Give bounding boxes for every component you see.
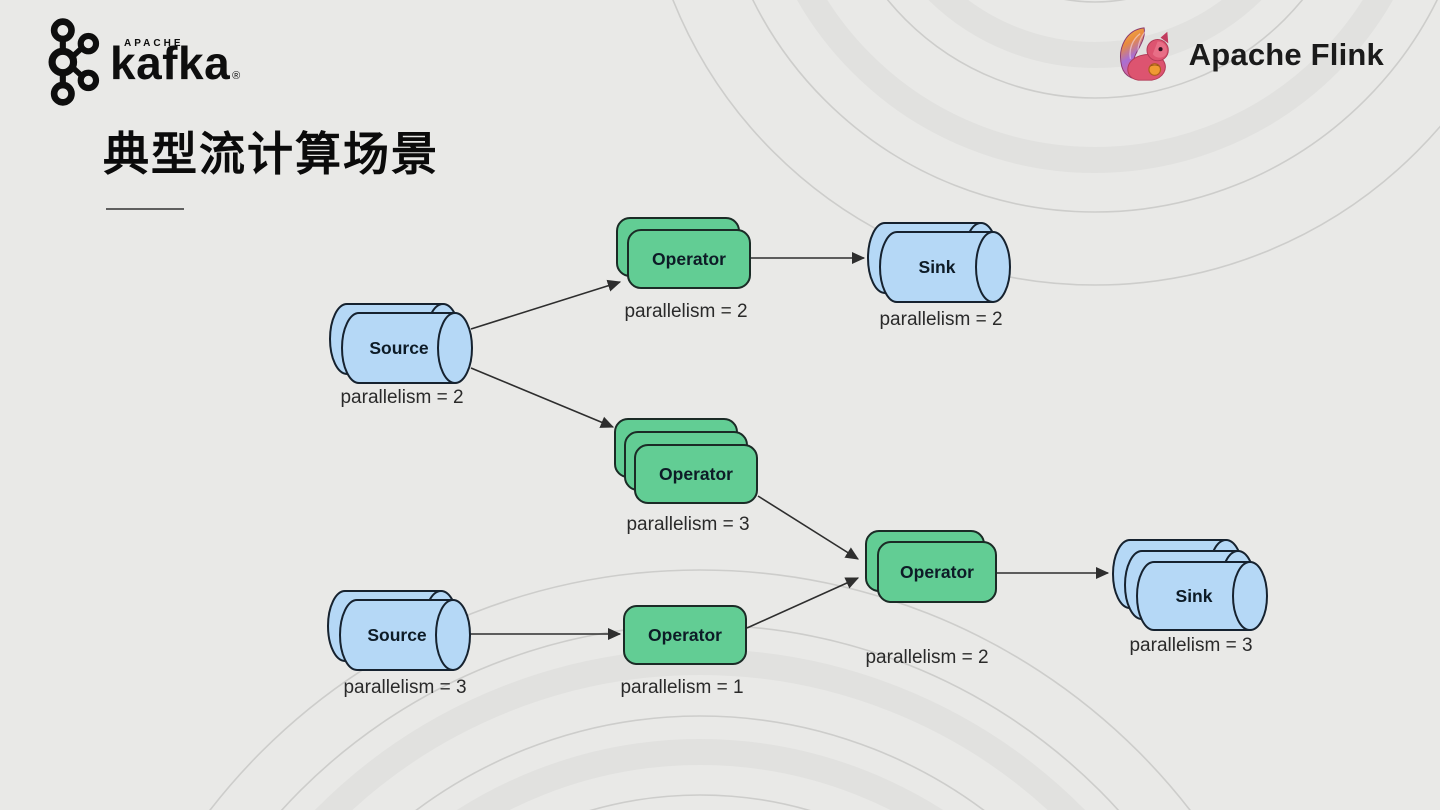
parallelism-label: parallelism = 3	[1129, 635, 1252, 656]
parallelism-label: parallelism = 2	[865, 647, 988, 668]
node-label: Operator	[900, 562, 974, 582]
flink-wordmark: Apache Flink	[1188, 37, 1384, 72]
node-label: Operator	[648, 625, 722, 645]
slide-title: 典型流计算场景	[103, 128, 439, 180]
source-top-node: Source	[329, 303, 473, 384]
parallelism-label: parallelism = 3	[626, 514, 749, 535]
title-underline	[106, 208, 184, 210]
parallelism-label: parallelism = 1	[620, 677, 743, 698]
flink-squirrel-icon	[1119, 27, 1169, 81]
operator-bottom-node: Operator	[623, 605, 747, 665]
node-label: Sink	[919, 257, 956, 277]
node-label: Source	[367, 625, 427, 645]
edge-operator-mid-to-operator-right	[757, 495, 859, 560]
sink-top-node: Sink	[867, 222, 1011, 303]
kafka-logo-icon	[48, 18, 100, 106]
operator-right-node: Operator	[865, 530, 997, 603]
parallelism-label: parallelism = 2	[879, 309, 1002, 330]
parallelism-label: parallelism = 2	[624, 301, 747, 322]
edge-source-top-to-operator-mid	[470, 367, 615, 428]
kafka-logo: APACHE kafka ®	[40, 16, 240, 108]
node-label: Operator	[652, 249, 726, 269]
top-right-arcs	[672, 0, 1440, 286]
edge-arrows	[470, 251, 1110, 641]
operator-mid-node: Operator	[614, 418, 758, 504]
node-label: Source	[369, 338, 429, 358]
source-bottom-node: Source	[327, 590, 471, 671]
node-label: Operator	[659, 464, 733, 484]
sink-right-node: Sink	[1112, 539, 1268, 631]
edge-operator-bottom-to-operator-right	[746, 577, 860, 629]
node-label: Sink	[1176, 586, 1213, 606]
kafka-wordmark: kafka	[110, 36, 231, 89]
operator-top-node: Operator	[616, 217, 751, 289]
parallelism-label: parallelism = 2	[340, 387, 463, 408]
kafka-apache-label: APACHE	[124, 37, 184, 49]
edge-source-top-to-operator-top	[470, 279, 622, 330]
flink-logo: Apache Flink	[1115, 24, 1384, 86]
parallelism-label: parallelism = 3	[343, 677, 466, 698]
kafka-registered-mark: ®	[232, 69, 241, 82]
